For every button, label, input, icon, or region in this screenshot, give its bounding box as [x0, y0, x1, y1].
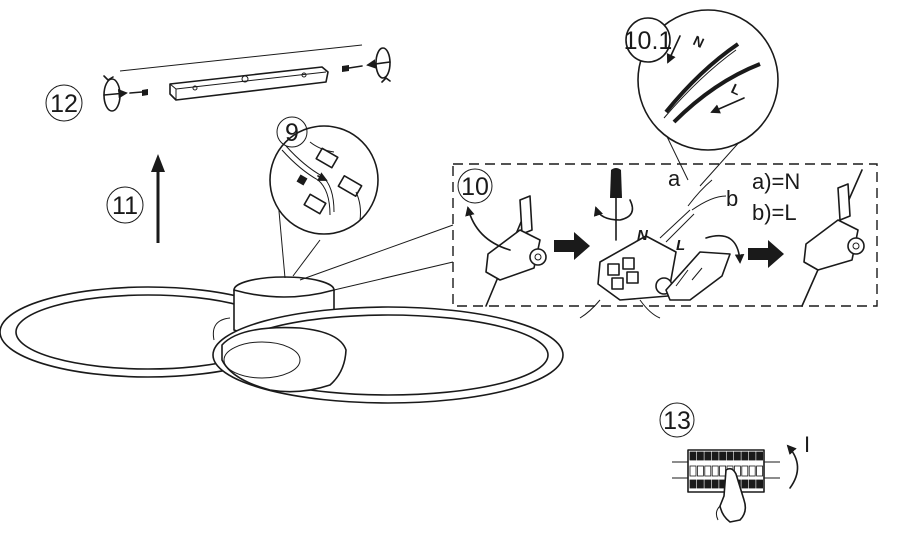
step-9-label: 9: [285, 119, 299, 147]
wire-label-n: N: [637, 227, 649, 244]
terminal-cell: [748, 479, 756, 489]
connector-icon: [281, 141, 363, 221]
terminal-cell: [697, 465, 704, 477]
terminal-cell: [748, 465, 756, 477]
terminal-cell: [741, 451, 749, 461]
arrow-icon: [151, 154, 165, 243]
terminal-cell: [719, 465, 726, 477]
wire-b: [691, 195, 727, 211]
step-10-1-circle: [625, 17, 671, 63]
terminal-cell: [711, 451, 719, 461]
step-13-label: 13: [663, 407, 691, 435]
terminal-block-icon: [801, 169, 865, 307]
screw-icon: [129, 65, 363, 96]
wire-label-l: L: [676, 237, 685, 254]
rotate-arrow-icon: [593, 199, 634, 221]
terminal-cell: [748, 451, 756, 461]
wiring-detail-box: [452, 163, 878, 307]
terminal-cell: [756, 465, 763, 477]
terminal-cell: [711, 465, 719, 477]
step-9-circle: [276, 116, 308, 148]
wire-label-b: b: [726, 186, 738, 211]
screwdriver-icon: [610, 168, 622, 241]
terminal-cell: [697, 451, 704, 461]
wire-a: [687, 179, 713, 207]
rotate-arrow-icon: [465, 206, 511, 251]
arrow-icon: [554, 232, 590, 260]
terminal-cell: [697, 479, 704, 489]
ceiling-lamp-icon: [0, 276, 564, 404]
step-11-circle: [106, 186, 144, 224]
step-10-1-label: 10.1: [624, 27, 673, 55]
terminal-cell: [689, 451, 697, 461]
callout-line: [299, 224, 454, 281]
hand-icon: [715, 467, 747, 523]
step-12-circle: [45, 84, 83, 122]
wire-label-a: a: [668, 166, 681, 191]
terminal-cell: [741, 479, 749, 489]
terminal-cover-icon: [665, 251, 731, 301]
wire-detail-callout: [637, 9, 779, 187]
wire-legend-a: a)=N: [752, 169, 800, 194]
terminal-cell: [756, 451, 763, 461]
switch-label-i: I: [804, 432, 810, 457]
step-10-circle: [457, 168, 493, 204]
terminal-cell: [734, 451, 741, 461]
rotate-arrow-icon: [705, 234, 745, 264]
rotate-arrow-icon: [103, 47, 391, 112]
step-10-label: 10: [461, 173, 489, 201]
step-12-label: 12: [50, 90, 78, 118]
terminal-cell: [704, 451, 712, 461]
terminal-cell: [704, 465, 712, 477]
mounting-bracket-icon: [119, 44, 363, 101]
terminal-cell: [689, 479, 697, 489]
step-13-circle: [659, 402, 695, 438]
callout-line: [333, 261, 454, 291]
arrow-icon: [748, 240, 784, 268]
terminal-cell: [689, 465, 697, 477]
terminal-cell: [726, 451, 734, 461]
terminal-cell: [711, 479, 719, 489]
terminal-cell: [741, 465, 749, 477]
terminal-cell: [704, 479, 712, 489]
wire-legend-b: b)=L: [752, 200, 797, 225]
terminal-block-icon: [485, 195, 547, 307]
rotate-arrow-icon: [786, 444, 799, 489]
step-11-label: 11: [112, 192, 138, 220]
terminal-cell: [756, 479, 763, 489]
terminal-cell: [719, 451, 726, 461]
